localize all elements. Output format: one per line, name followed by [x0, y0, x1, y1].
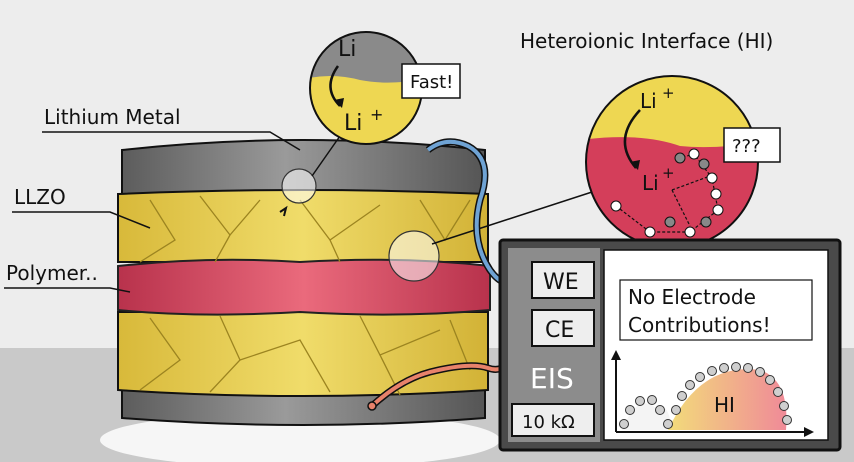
ce-label: CE [545, 318, 574, 343]
c2-top-charge: + [662, 84, 675, 102]
interface-title: Heteroionic Interface (HI) [520, 29, 773, 53]
zoom-circle-interface: Heteroionic Interface (HI) Li + Li + [520, 29, 781, 249]
llzo-grain-lines [139, 195, 471, 396]
c2-chain [610, 148, 724, 238]
hi-arc [668, 369, 787, 430]
c1-bottom-charge: + [370, 105, 383, 124]
screen-text-line2: Contributions! [628, 313, 771, 337]
c2-bottom-charge: + [662, 164, 675, 182]
eis-instrument: WE CE EIS 10 kΩ No Electrode Contributio… [498, 238, 842, 452]
cell-stack [117, 135, 593, 426]
zoom-spot-li-metal [281, 168, 317, 204]
ce-clip [367, 401, 377, 411]
resistor-label: 10 kΩ [522, 412, 575, 433]
label-lithium-metal: Lithium Metal [44, 105, 181, 129]
c2-callout: ??? [732, 136, 761, 157]
lithium-metal-bottom [121, 387, 486, 426]
zoom-spot-interface [388, 230, 440, 282]
c1-top-species: Li [338, 37, 356, 62]
c1-callout-box [401, 63, 461, 99]
ion-marker [279, 205, 288, 217]
we-label: WE [543, 270, 579, 295]
zoom-circle-li-metal: Li Li + Fast! [309, 31, 461, 145]
layer-labels: Lithium Metal LLZO Polymer.. [4, 105, 301, 293]
ce-port[interactable] [531, 309, 595, 347]
resistor-setting[interactable] [511, 403, 595, 437]
c2-top-species: Li [640, 89, 657, 113]
screen-message-box [619, 279, 813, 341]
llzo-bottom [117, 311, 489, 397]
hi-arc-label: HI [714, 393, 735, 417]
label-polymer: Polymer.. [6, 261, 98, 285]
we-port[interactable] [531, 261, 595, 299]
c2-callout-box [723, 127, 781, 163]
c2-bottom-species: Li [642, 171, 659, 195]
label-llzo: LLZO [14, 185, 66, 209]
eis-mode-label: EIS [530, 362, 574, 395]
screen-text-line1: No Electrode [628, 285, 756, 309]
c1-callout: Fast! [410, 72, 453, 93]
c1-bottom-species: Li [344, 111, 362, 136]
lithium-metal-top [121, 139, 486, 197]
nyquist-points [619, 362, 792, 429]
